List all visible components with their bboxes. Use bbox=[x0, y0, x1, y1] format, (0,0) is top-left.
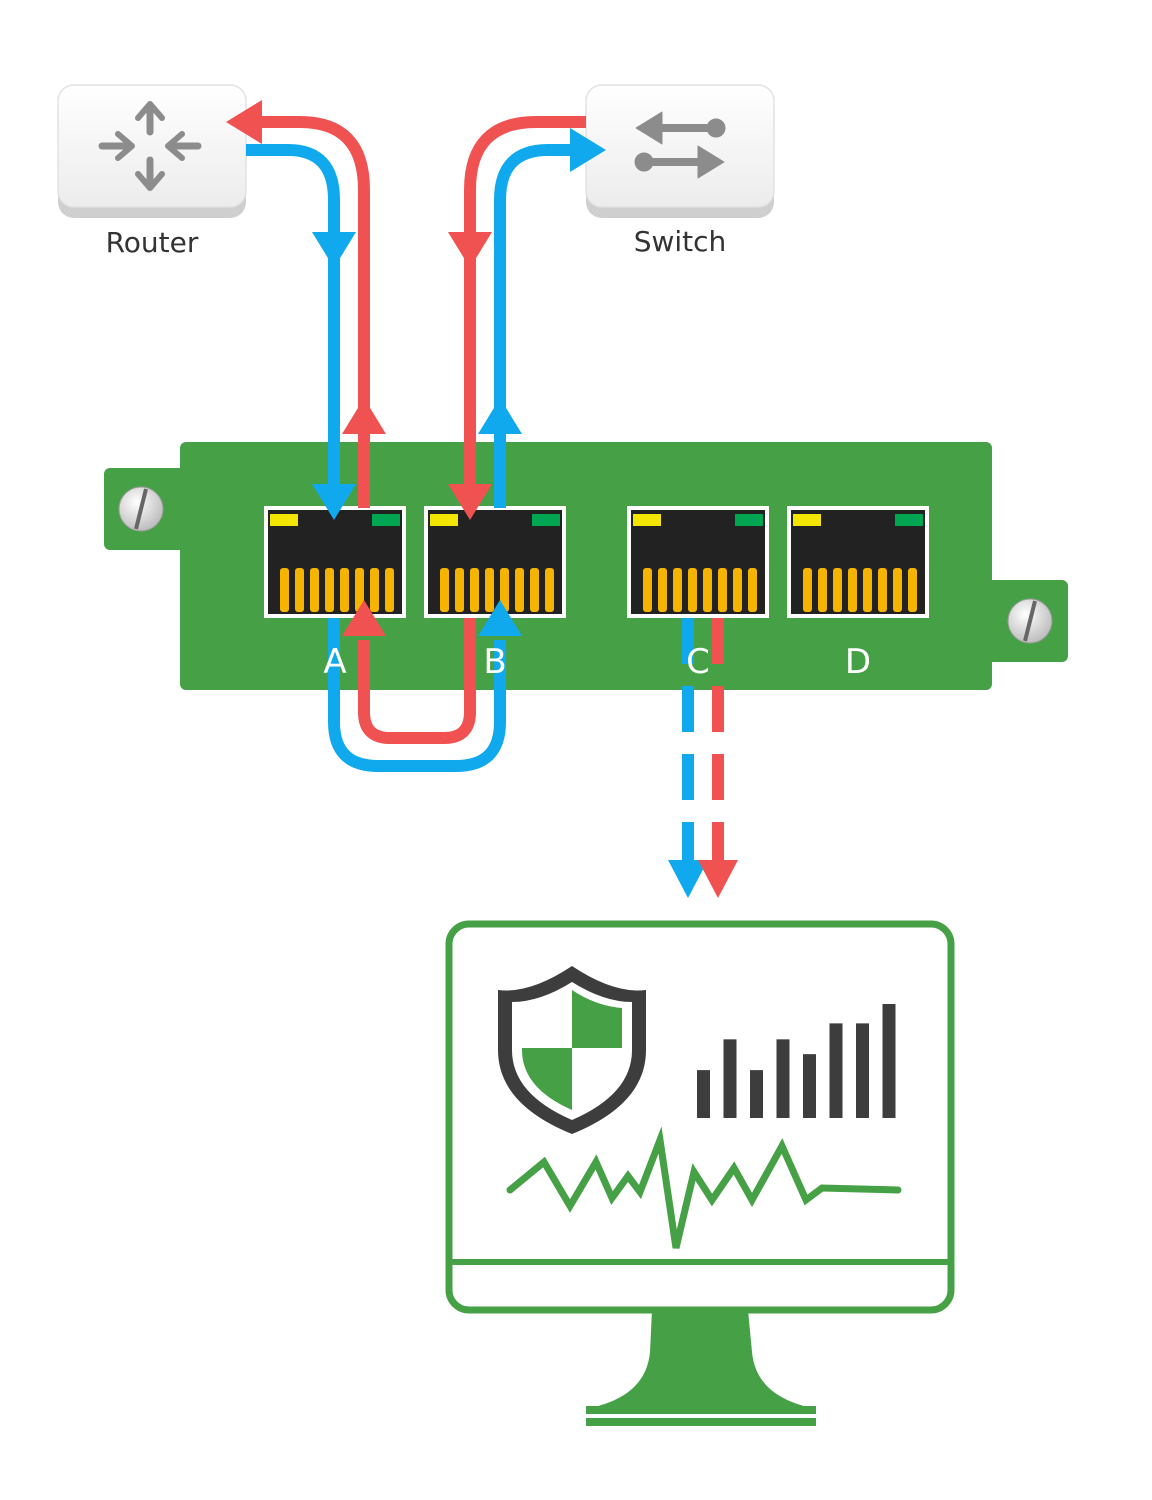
port-d[interactable] bbox=[787, 506, 929, 618]
port-led-activity bbox=[735, 514, 763, 526]
blue-arrow-down-a-port bbox=[312, 484, 356, 520]
red-arrow-down-b-port bbox=[448, 484, 492, 520]
monitor-bar bbox=[776, 1039, 790, 1118]
red-mirror-arrow bbox=[698, 860, 738, 898]
port-led-activity bbox=[895, 514, 923, 526]
port-led-activity bbox=[532, 514, 560, 526]
blue-arrow-down-a-top bbox=[312, 232, 356, 268]
network-tap-board bbox=[104, 442, 1068, 690]
port-label-c: C bbox=[686, 642, 710, 682]
port-led-link bbox=[633, 514, 661, 526]
blue-arrow-up-b-bottom bbox=[478, 600, 522, 636]
blue-arrow-right-switch bbox=[570, 128, 606, 172]
port-led-activity bbox=[372, 514, 400, 526]
router-icon bbox=[98, 101, 202, 191]
right-screw bbox=[1007, 598, 1053, 644]
red-loop-b-to-a bbox=[358, 618, 476, 744]
switch-label: Switch bbox=[634, 225, 727, 258]
port-label-d: D bbox=[845, 642, 871, 682]
monitor-bar bbox=[697, 1070, 710, 1118]
pulse-line-icon bbox=[506, 1126, 902, 1249]
port-c[interactable] bbox=[627, 506, 769, 618]
router-device[interactable]: Router bbox=[57, 84, 247, 259]
router-label: Router bbox=[106, 226, 199, 259]
port-a[interactable] bbox=[264, 506, 406, 618]
port-label-a: A bbox=[323, 642, 346, 682]
port-letters: A B C D bbox=[323, 642, 871, 682]
port-group bbox=[264, 506, 929, 618]
port-led-link bbox=[270, 514, 298, 526]
bar-chart-icon bbox=[697, 1004, 896, 1118]
monitor-base-lower bbox=[586, 1418, 816, 1426]
red-path-switch-to-port-b bbox=[464, 116, 586, 490]
monitor-bar bbox=[803, 1054, 816, 1118]
red-path-port-a-to-router bbox=[254, 116, 370, 508]
port-led-link bbox=[793, 514, 821, 526]
monitor-bar bbox=[723, 1039, 737, 1118]
monitor-stand bbox=[590, 1310, 812, 1408]
blue-arrow-up-b-port bbox=[478, 398, 522, 434]
monitoring-display bbox=[445, 920, 955, 1426]
monitor-bar bbox=[882, 1004, 896, 1118]
switch-device[interactable]: Switch bbox=[585, 84, 775, 258]
blue-loop-a-to-b bbox=[328, 618, 506, 772]
red-arrow-up-a-bottom bbox=[342, 600, 386, 636]
blue-path-router-to-port-a bbox=[246, 144, 340, 490]
monitor-bar bbox=[750, 1070, 763, 1118]
port-label-b: B bbox=[483, 642, 506, 682]
switch-icon bbox=[634, 111, 726, 179]
blue-mirror-arrow bbox=[668, 860, 708, 898]
red-arrow-up-a-port bbox=[342, 398, 386, 434]
shield-icon bbox=[498, 966, 646, 1134]
monitor-bar bbox=[829, 1023, 843, 1118]
red-arrow-left-router bbox=[226, 100, 262, 144]
monitor-base bbox=[586, 1406, 816, 1414]
port-led-link bbox=[430, 514, 458, 526]
traffic-paths bbox=[226, 100, 738, 898]
port-b[interactable] bbox=[424, 506, 566, 618]
left-screw bbox=[118, 486, 164, 532]
monitor-bar bbox=[856, 1023, 869, 1118]
red-arrow-down-b-top bbox=[448, 232, 492, 268]
blue-path-port-b-to-switch bbox=[494, 144, 580, 508]
